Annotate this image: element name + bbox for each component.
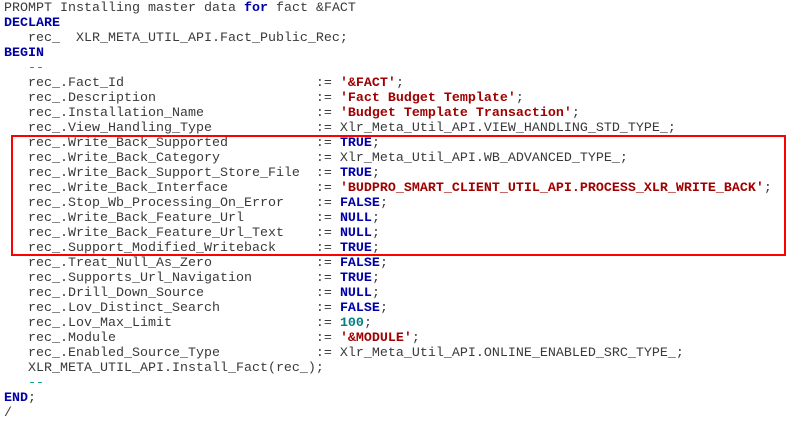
keyword: TRUE <box>339 241 372 256</box>
code-line[interactable]: rec_.Lov_Max_Limit := 100; <box>4 316 772 331</box>
comment: -- <box>28 61 44 76</box>
code-text: rec_.Drill_Down_Source := <box>4 286 340 301</box>
code-line[interactable]: rec_.Lov_Distinct_Search := FALSE; <box>4 301 772 316</box>
code-text: rec_.Lov_Max_Limit := <box>4 316 340 331</box>
keyword: END <box>4 391 28 406</box>
code-line[interactable]: rec_.Treat_Null_As_Zero := FALSE; <box>4 256 772 271</box>
comment: -- <box>28 376 44 391</box>
code-text: XLR_META_UTIL_API.Install_Fact(rec_); <box>4 361 324 376</box>
code-text: rec_.Write_Back_Support_Store_File := <box>4 166 340 181</box>
code-text: ; <box>379 256 388 271</box>
code-text: rec_.Supports_Url_Navigation := <box>4 271 340 286</box>
code-text: rec_ XLR_META_UTIL_API.Fact_Public_Rec; <box>4 31 348 46</box>
keyword: NULL <box>339 226 372 241</box>
code-line[interactable]: END; <box>4 391 772 406</box>
code-line[interactable]: -- <box>4 61 772 76</box>
code-line[interactable]: XLR_META_UTIL_API.Install_Fact(rec_); <box>4 361 772 376</box>
code-line[interactable]: -- <box>4 376 772 391</box>
keyword: FALSE <box>339 256 380 271</box>
code-line[interactable]: rec_ XLR_META_UTIL_API.Fact_Public_Rec; <box>4 31 772 46</box>
code-line[interactable]: rec_.Stop_Wb_Processing_On_Error := FALS… <box>4 196 772 211</box>
keyword: TRUE <box>339 166 372 181</box>
code-text: ; <box>363 316 372 331</box>
code-text: rec_.Write_Back_Feature_Url_Text := <box>4 226 340 241</box>
code-text: / <box>4 406 12 421</box>
code-text: ; <box>28 391 36 406</box>
code-line[interactable]: rec_.Enabled_Source_Type := Xlr_Meta_Uti… <box>4 346 772 361</box>
code-text: PROMPT Installing master data <box>4 1 244 16</box>
code-text: ; <box>395 76 404 91</box>
keyword: for <box>243 1 268 16</box>
code-line[interactable]: rec_.Write_Back_Feature_Url_Text := NULL… <box>4 226 772 241</box>
code-text: ; <box>763 181 772 196</box>
keyword: FALSE <box>339 196 380 211</box>
code-text: ; <box>371 271 380 286</box>
code-line[interactable]: rec_.Drill_Down_Source := NULL; <box>4 286 772 301</box>
code-text: ; <box>571 106 580 121</box>
code-text: rec_.Support_Modified_Writeback := <box>4 241 340 256</box>
keyword: TRUE <box>339 271 372 286</box>
code-text: ; <box>371 286 380 301</box>
string-literal: 'Budget Template Transaction' <box>339 106 572 121</box>
code-text: ; <box>411 331 420 346</box>
code-line[interactable]: rec_.Support_Modified_Writeback := TRUE; <box>4 241 772 256</box>
code-line[interactable]: rec_.Write_Back_Category := Xlr_Meta_Uti… <box>4 151 772 166</box>
keyword: TRUE <box>339 136 372 151</box>
code-text: rec_.Enabled_Source_Type := Xlr_Meta_Uti… <box>4 346 684 361</box>
code-text: rec_.View_Handling_Type := Xlr_Meta_Util… <box>4 121 676 136</box>
code-text: ; <box>379 301 388 316</box>
code-line[interactable]: rec_.Supports_Url_Navigation := TRUE; <box>4 271 772 286</box>
number-literal: 100 <box>339 316 364 331</box>
keyword: NULL <box>339 211 372 226</box>
code-text: rec_.Lov_Distinct_Search := <box>4 301 340 316</box>
code-line[interactable]: rec_.Write_Back_Feature_Url := NULL; <box>4 211 772 226</box>
code-text: ; <box>371 226 380 241</box>
code-line[interactable]: rec_.Module := '&MODULE'; <box>4 331 772 346</box>
string-literal: 'BUDPRO_SMART_CLIENT_UTIL_API.PROCESS_XL… <box>339 181 764 196</box>
string-literal: 'Fact Budget Template' <box>339 91 516 106</box>
code-text: rec_.Description := <box>4 91 340 106</box>
code-line[interactable]: rec_.Description := 'Fact Budget Templat… <box>4 91 772 106</box>
code-line[interactable]: rec_.Write_Back_Interface := 'BUDPRO_SMA… <box>4 181 772 196</box>
code-line[interactable]: DECLARE <box>4 16 772 31</box>
code-text <box>4 61 28 76</box>
code-line[interactable]: BEGIN <box>4 46 772 61</box>
code-line[interactable]: / <box>4 406 772 421</box>
code-text: ; <box>371 166 380 181</box>
code-text: ; <box>371 241 380 256</box>
keyword: BEGIN <box>4 46 44 61</box>
code-text: rec_.Stop_Wb_Processing_On_Error := <box>4 196 340 211</box>
string-literal: '&FACT' <box>339 76 396 91</box>
keyword: NULL <box>339 286 372 301</box>
code-line[interactable]: rec_.Write_Back_Support_Store_File := TR… <box>4 166 772 181</box>
code-text: rec_.Module := <box>4 331 340 346</box>
code-line[interactable]: PROMPT Installing master data for fact &… <box>4 1 772 16</box>
code-text: fact &FACT <box>267 1 356 16</box>
code-text: ; <box>371 211 380 226</box>
code-text: rec_.Write_Back_Supported := <box>4 136 340 151</box>
code-text: rec_.Write_Back_Interface := <box>4 181 340 196</box>
code-text: rec_.Write_Back_Feature_Url := <box>4 211 340 226</box>
code-editor[interactable]: PROMPT Installing master data for fact &… <box>4 1 772 421</box>
code-line[interactable]: rec_.View_Handling_Type := Xlr_Meta_Util… <box>4 121 772 136</box>
code-text: rec_.Treat_Null_As_Zero := <box>4 256 340 271</box>
code-line[interactable]: rec_.Installation_Name := 'Budget Templa… <box>4 106 772 121</box>
string-literal: '&MODULE' <box>339 331 412 346</box>
keyword: DECLARE <box>4 16 60 31</box>
code-text <box>4 376 28 391</box>
code-text: rec_.Installation_Name := <box>4 106 340 121</box>
code-line[interactable]: rec_.Fact_Id := '&FACT'; <box>4 76 772 91</box>
code-text: rec_.Write_Back_Category := Xlr_Meta_Uti… <box>4 151 628 166</box>
code-text: rec_.Fact_Id := <box>4 76 340 91</box>
code-line[interactable]: rec_.Write_Back_Supported := TRUE; <box>4 136 772 151</box>
code-text: ; <box>371 136 380 151</box>
code-text: ; <box>515 91 524 106</box>
code-text: ; <box>379 196 388 211</box>
keyword: FALSE <box>339 301 380 316</box>
